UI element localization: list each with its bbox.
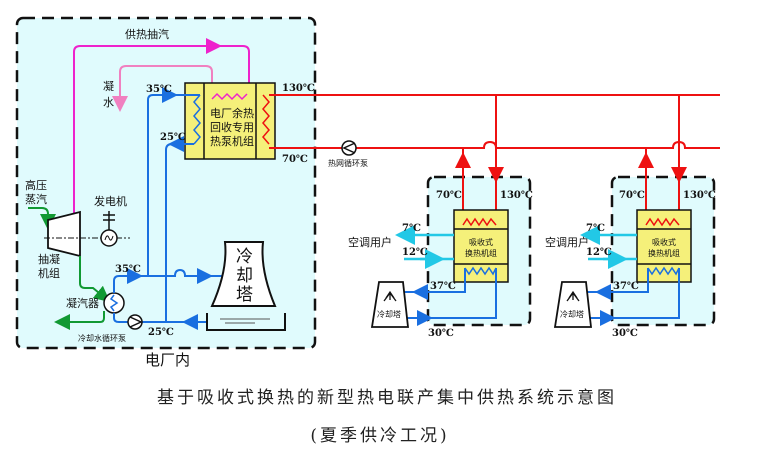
return-main bbox=[269, 140, 720, 149]
turbine-label-1: 抽凝 bbox=[38, 252, 60, 266]
turbine bbox=[47, 210, 81, 258]
unit-label-2: 换热机组 bbox=[465, 248, 497, 258]
cw-outlet-temp: 37℃ bbox=[430, 281, 456, 292]
steam-coil bbox=[211, 92, 248, 101]
substation-cooling-tower: 冷却塔 bbox=[553, 281, 593, 328]
condenser-loop: 凝汽器 冷却水循环泵 35℃ 25℃ bbox=[54, 264, 222, 343]
cw-inlet-temp: 30℃ bbox=[428, 328, 454, 339]
ac-user-label: 空调用户 bbox=[545, 235, 589, 249]
hp-steam-label-1: 高压 bbox=[25, 178, 47, 192]
caption-title: 基于吸收式换热的新型热电联产集中供热系统示意图 bbox=[157, 388, 617, 408]
heat-pump-inlet-temp: 35℃ bbox=[146, 84, 172, 95]
supply-temp: 130℃ bbox=[683, 190, 716, 201]
heat-pump-waste-heat-pipes: 35℃ 25℃ bbox=[146, 84, 200, 322]
heat-pump-outlet-temp: 25℃ bbox=[160, 132, 186, 143]
evaporator-coil bbox=[193, 94, 201, 145]
supply-temp-label: 130℃ bbox=[282, 83, 315, 94]
turbine-label-2: 机组 bbox=[38, 266, 60, 280]
cooling-water-pump bbox=[127, 314, 143, 330]
heat-pump-label-3: 热泵机组 bbox=[210, 134, 254, 148]
tower-label: 冷却塔 bbox=[560, 309, 584, 319]
unit-label-1: 吸收式 bbox=[469, 237, 493, 247]
chilled-supply-temp: 7℃ bbox=[586, 223, 605, 234]
substation-2: 吸收式 换热机组 70℃ 130℃ 7℃ 12℃ 空调用户 37℃ 30℃ 冷却… bbox=[545, 95, 716, 339]
district-heating-network: 130℃ 70℃ 热网循环泵 bbox=[269, 83, 720, 168]
turbine-generator: 高压 蒸汽 发电机 抽凝 机组 bbox=[25, 178, 130, 303]
heat-pump-label-2: 回收专用 bbox=[210, 120, 254, 134]
substation-cooling-tower: 冷却塔 bbox=[370, 281, 410, 328]
figure-caption: 基于吸收式换热的新型热电联产集中供热系统示意图 (夏季供冷工况) bbox=[157, 388, 617, 446]
tower-label-3: 塔 bbox=[236, 285, 253, 305]
ac-user-label: 空调用户 bbox=[348, 235, 392, 249]
power-plant-label: 电厂内 bbox=[145, 351, 190, 369]
network-pump-label: 热网循环泵 bbox=[328, 158, 368, 168]
network-circulation-pump bbox=[341, 140, 357, 156]
condensate-label-2: 水 bbox=[103, 96, 114, 109]
condensate-label-1: 凝 bbox=[103, 79, 114, 93]
caption-subtitle: (夏季供冷工况) bbox=[310, 426, 449, 446]
extraction-steam-label: 供热抽汽 bbox=[125, 27, 169, 41]
condenser-label: 凝汽器 bbox=[66, 296, 99, 310]
supply-temp: 130℃ bbox=[500, 190, 533, 201]
cooling-pump-label: 冷却水循环泵 bbox=[78, 333, 126, 343]
hp-steam-label-2: 蒸汽 bbox=[25, 192, 47, 206]
return-temp: 70℃ bbox=[619, 190, 645, 201]
heat-pump-label-1: 电厂余热 bbox=[210, 106, 254, 120]
unit-label-1: 吸收式 bbox=[652, 237, 676, 247]
return-temp: 70℃ bbox=[436, 190, 462, 201]
tower-label-1: 冷 bbox=[236, 247, 253, 267]
condenser-coil bbox=[262, 94, 270, 145]
substation-1: 吸收式 换热机组 70℃ 130℃ 7℃ 12℃ 空调用户 37℃ 30℃ 冷却… bbox=[348, 95, 533, 339]
chilled-return-temp: 12℃ bbox=[586, 247, 612, 258]
plant-cooling-tower: 冷 却 塔 bbox=[206, 241, 286, 331]
return-temp-label: 70℃ bbox=[282, 154, 308, 165]
unit-label-2: 换热机组 bbox=[648, 248, 680, 258]
tower-label: 冷却塔 bbox=[377, 309, 401, 319]
cw-outlet-temp: 37℃ bbox=[613, 281, 639, 292]
cw-inlet-temp: 30℃ bbox=[612, 328, 638, 339]
tower-label-2: 却 bbox=[236, 266, 253, 286]
chilled-supply-temp: 7℃ bbox=[402, 223, 421, 234]
condenser-inlet-temp: 25℃ bbox=[148, 327, 174, 338]
condensate-line: 凝 水 bbox=[103, 65, 213, 112]
chilled-return-temp: 12℃ bbox=[402, 247, 428, 258]
generator-label: 发电机 bbox=[94, 194, 127, 208]
plant-heat-pump-unit: 电厂余热 回收专用 热泵机组 bbox=[184, 82, 276, 160]
condenser-outlet-temp: 35℃ bbox=[115, 264, 141, 275]
extraction-steam-line: 供热抽汽 bbox=[73, 27, 250, 215]
